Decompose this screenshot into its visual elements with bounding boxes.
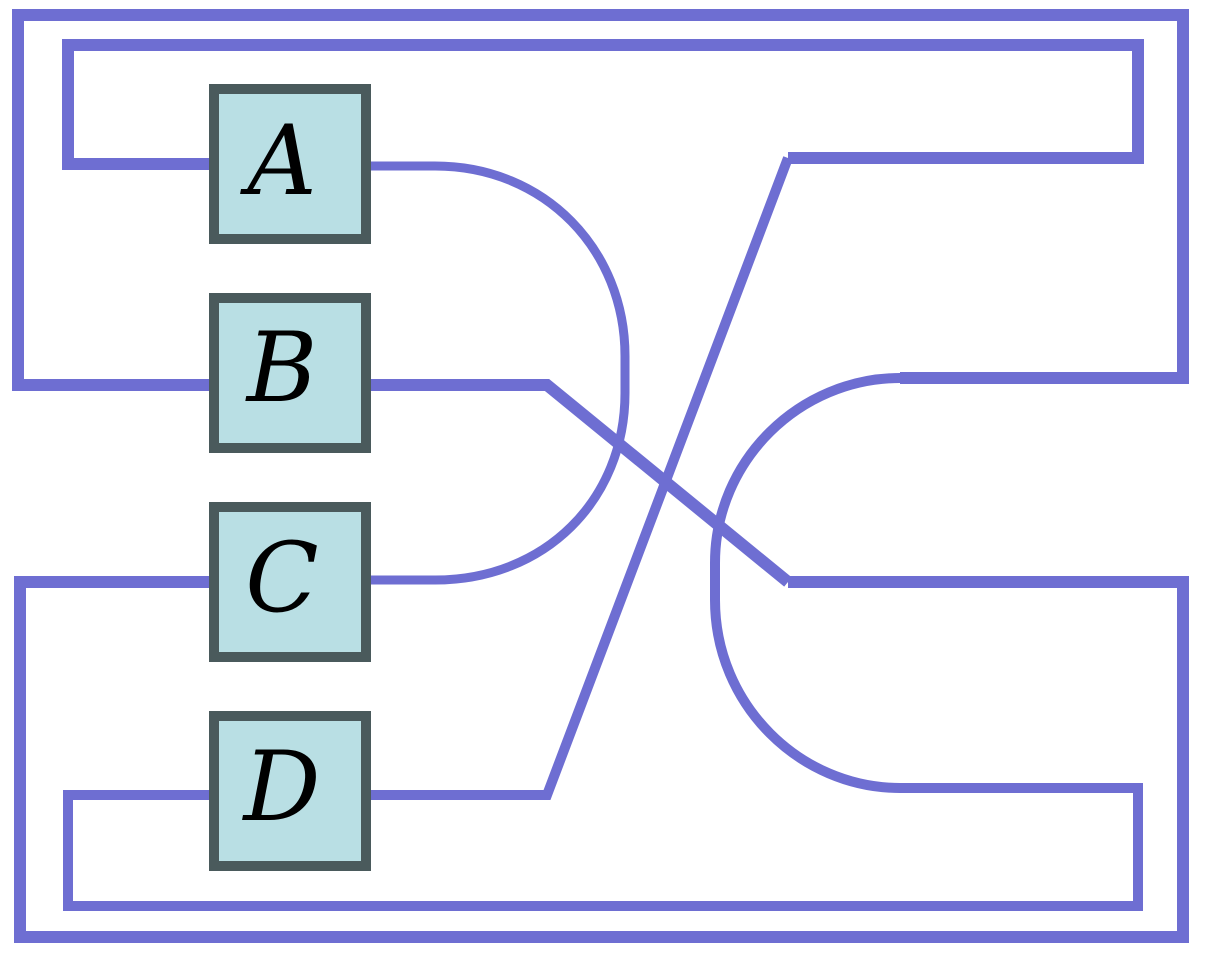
outer-bottom-loop-wire (14, 576, 1189, 943)
node-c: C (209, 502, 371, 662)
right-curve-wire (63, 373, 1143, 911)
a-to-c-curve-wire (370, 161, 630, 585)
b-diagonal-wire (370, 379, 792, 587)
node-c-label: C (245, 522, 318, 634)
inner-top-loop-wire (62, 39, 1144, 170)
node-d-box (209, 711, 371, 871)
wires (12, 9, 1189, 943)
node-b-label: B (245, 312, 318, 424)
node-a: A (209, 84, 371, 244)
node-c-box (209, 502, 371, 662)
node-d-label: D (242, 731, 321, 843)
node-b: B (209, 293, 371, 453)
node-d: D (209, 711, 371, 871)
d-diagonal-wire (370, 156, 793, 800)
node-a-label: A (239, 105, 316, 217)
outer-top-loop-wire (12, 9, 1189, 391)
node-b-box (209, 293, 371, 453)
node-a-box (209, 84, 371, 244)
